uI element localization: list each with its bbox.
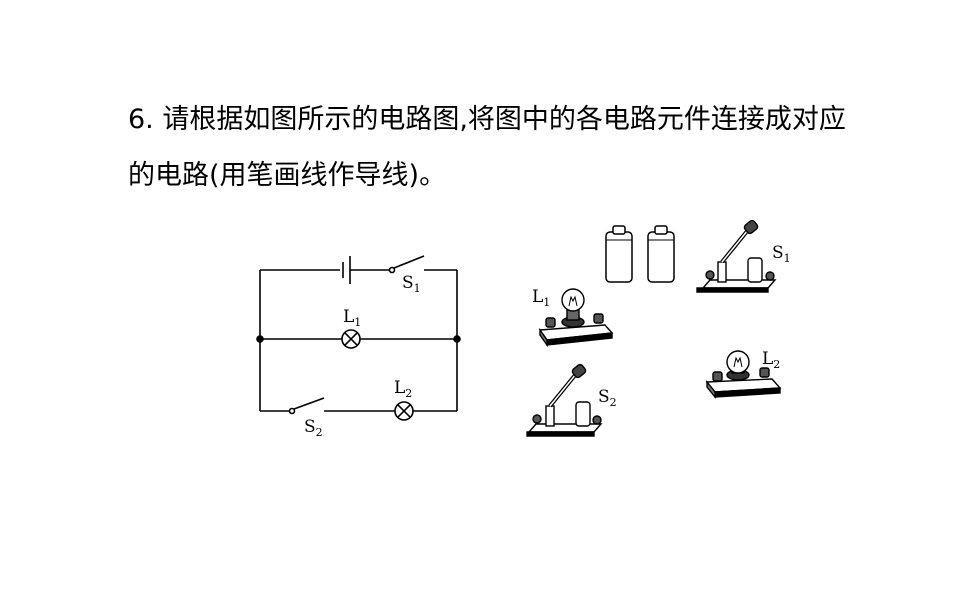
lamp-holder-l2[interactable] [705, 350, 782, 399]
component-label-s1: S1 [772, 243, 791, 265]
switch-s1-symbol [388, 255, 425, 274]
question-line-1: 6. 请根据如图所示的电路图,将图中的各电路元件连接成对应 [128, 104, 846, 135]
junction-right [453, 335, 461, 343]
component-label-l2: L2 [762, 349, 780, 371]
junction-left [256, 335, 264, 343]
circuit-schematic [256, 255, 461, 421]
lamp-l1-symbol [341, 329, 361, 349]
lamp-l2-symbol [394, 401, 414, 421]
battery-cell-2[interactable] [647, 225, 675, 283]
component-label-s2: S2 [598, 387, 617, 409]
schematic-label-l2: L2 [394, 378, 412, 400]
component-label-l1: L1 [532, 287, 550, 309]
battery-symbol [342, 256, 351, 284]
question-text: 6. 请根据如图所示的电路图,将图中的各电路元件连接成对应 的电路(用笔画线作导… [128, 92, 928, 204]
schematic-label-s1: S1 [402, 273, 421, 295]
question-line-2: 的电路(用笔画线作导线)。 [128, 160, 447, 191]
schematic-label-s2: S2 [304, 417, 323, 439]
battery-cell-1[interactable] [605, 225, 633, 283]
knife-switch-s2[interactable] [526, 363, 603, 437]
knife-switch-s1[interactable] [696, 219, 777, 293]
lamp-holder-l1[interactable] [538, 288, 614, 348]
switch-s2-symbol [288, 397, 325, 415]
schematic-label-l1: L1 [343, 307, 361, 329]
